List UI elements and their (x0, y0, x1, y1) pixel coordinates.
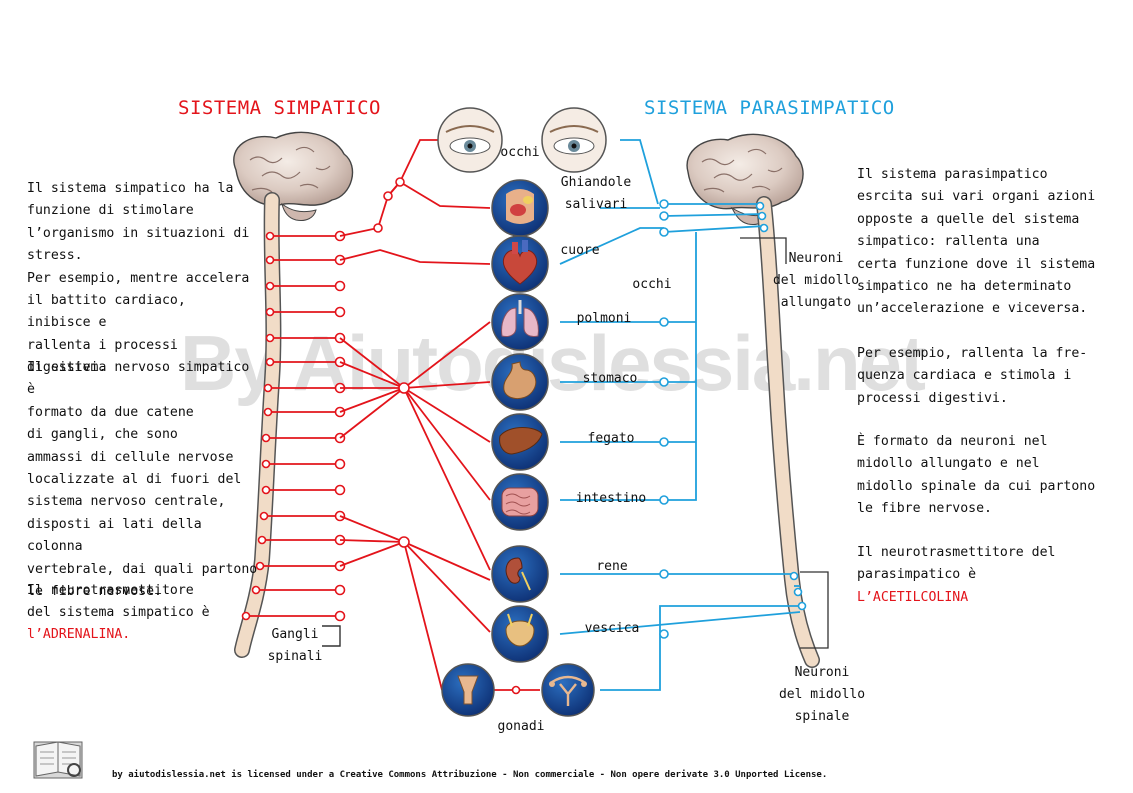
organ-label-intestine: intestino (575, 491, 647, 506)
sympathetic-fibers (339, 139, 540, 691)
organ-label-eyes: occhi (500, 145, 540, 160)
organ-label-stomach: stomaco (582, 371, 638, 386)
parasympathetic-markers (659, 199, 807, 639)
gonads-icon (441, 663, 595, 717)
medulla-bracket (740, 237, 787, 264)
book-logo-icon (33, 741, 83, 779)
sympathetic-title: SISTEMA SIMPATICO (178, 97, 381, 119)
stomach-icon (491, 353, 549, 411)
organ-label-kidney: rene (596, 559, 628, 574)
salivary-glands-icon (491, 179, 549, 237)
sympathetic-description-1: Il sistema simpatico ha la funzione di s… (27, 181, 250, 376)
organ-label-bladder: vescica (584, 621, 640, 636)
intestine-icon (491, 473, 549, 531)
parasympathetic-description-4: Il neurotrasmettitore del parasimpatico … (857, 545, 1056, 583)
parasympathetic-title: SISTEMA PARASIMPATICO (644, 97, 895, 119)
sympathetic-neurotransmitter: l’ADRENALINA. (27, 627, 131, 642)
license-footer: by aiutodislessia.net is licensed under … (112, 770, 828, 780)
parasympathetic-neurotransmitter: L’ACETILCOLINA (857, 590, 969, 605)
organ-label-salivary-glands: Ghiandole salivari (560, 175, 632, 212)
organ-label-eyes-2: occhi (632, 277, 672, 292)
right-eye-icon (541, 107, 607, 173)
organ-label-lungs: polmoni (576, 311, 632, 326)
lungs-icon (491, 293, 549, 351)
ganglia-bracket (322, 625, 341, 647)
medulla-neurons-label: Neuroni del midollo allungato (772, 251, 860, 310)
spinal-bracket (800, 571, 829, 649)
left-eye-icon (437, 107, 503, 173)
organ-label-liver: fegato (587, 431, 635, 446)
bladder-icon (491, 605, 549, 663)
spinal-neurons-label: Neuroni del midollo spinale (778, 665, 866, 724)
spinal-ganglia-label: Gangli spinali (267, 627, 323, 664)
heart-icon (491, 235, 549, 293)
sympathetic-plexus-markers (373, 177, 521, 695)
sympathetic-description-2: Il sistema nervoso simpatico è formato d… (27, 360, 258, 600)
parasympathetic-description-1: Il sistema parasimpatico esrcita sui var… (857, 167, 1096, 317)
sympathetic-description-3: Il neurotrasmettitore del sistema simpat… (27, 583, 210, 621)
parasympathetic-description-2: Per esempio, rallenta la fre- quenza car… (857, 346, 1088, 406)
organ-label-heart: cuore (560, 243, 600, 258)
liver-icon (491, 413, 549, 471)
sympathetic-ganglion-markers (241, 230, 346, 622)
kidney-icon (491, 545, 549, 603)
organ-label-gonads: gonadi (497, 719, 545, 734)
parasympathetic-description-3: È formato da neuroni nel midollo allunga… (857, 434, 1096, 517)
parasympathetic-fibers (559, 139, 801, 691)
watermark: By Aiutodislessia.net (180, 319, 926, 407)
right-brain-icon (686, 133, 804, 225)
sympathetic-ganglia-chain (246, 235, 340, 617)
